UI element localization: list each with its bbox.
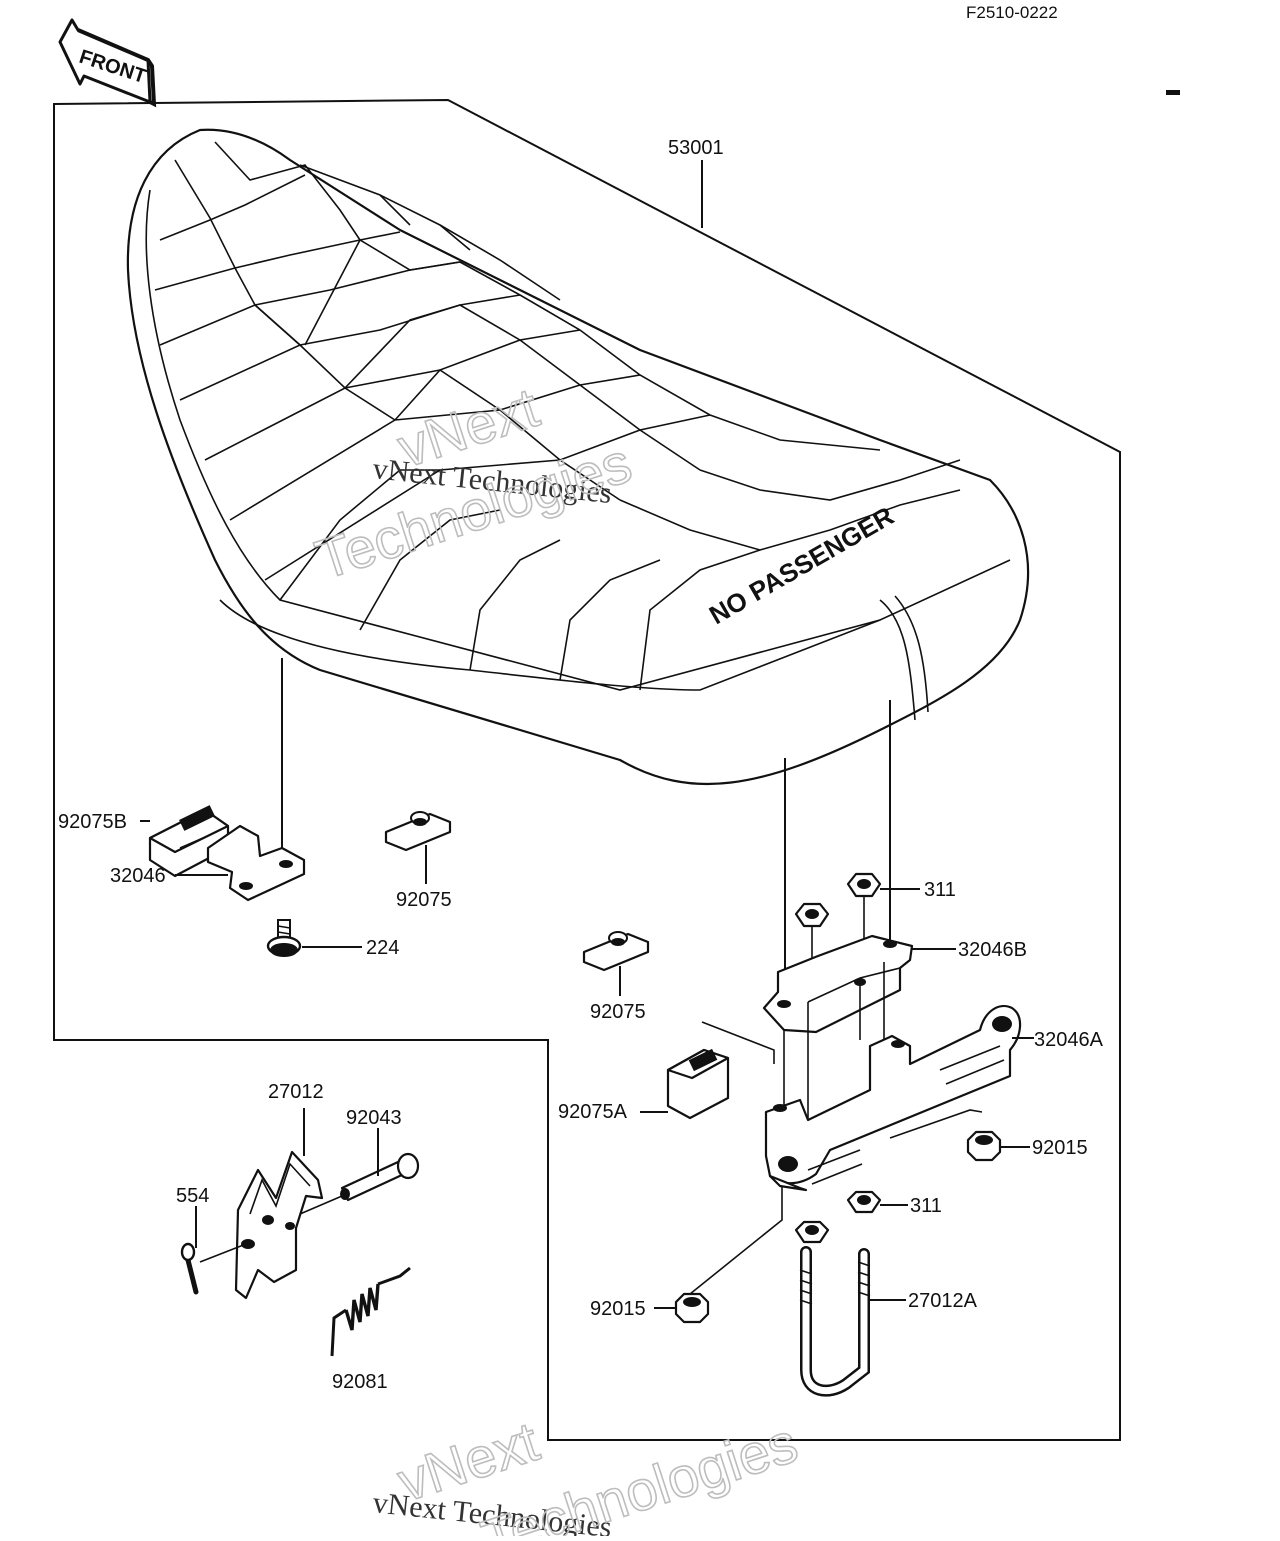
latch-27012 bbox=[234, 1150, 324, 1300]
u-bolt-27012a bbox=[799, 1246, 871, 1397]
seat-assembly: NO PASSENGER bbox=[126, 128, 1030, 786]
plate-32046a bbox=[764, 1004, 1022, 1192]
part-label-32046a: 32046A bbox=[1034, 1029, 1104, 1051]
seat-quilting bbox=[154, 141, 961, 691]
diagram-code: F2510-0222 bbox=[966, 3, 1058, 22]
guide-92075a bbox=[701, 1021, 775, 1064]
part-label-92075a: 92075A bbox=[558, 1101, 628, 1123]
guide-92015-right bbox=[889, 1109, 983, 1139]
frame-outline bbox=[53, 98, 1121, 1441]
watermark-lower: vNext Technologies vNext Technologies bbox=[371, 1408, 805, 1541]
pin-92043-icon bbox=[340, 1152, 420, 1202]
bracket-32046b bbox=[762, 934, 914, 1130]
part-label-27012: 27012 bbox=[268, 1081, 324, 1103]
part-label-224: 224 bbox=[366, 937, 399, 959]
part-label-311-lower: 311 bbox=[910, 1195, 942, 1217]
part-label-32046b: 32046B bbox=[958, 939, 1027, 961]
part-label-92015-right: 92015 bbox=[1032, 1137, 1088, 1159]
part-label-92075-lower: 92075 bbox=[590, 1001, 646, 1023]
rubber-block-92075a bbox=[666, 1048, 730, 1120]
nut-311-upper-icon bbox=[794, 872, 882, 928]
front-arrow-icon: FRONT bbox=[58, 18, 157, 108]
clip-92075-upper bbox=[384, 811, 452, 852]
spring-92081-icon bbox=[330, 1266, 411, 1357]
guide-92043 bbox=[299, 1195, 343, 1215]
part-label-92015-left: 92015 bbox=[590, 1298, 646, 1320]
part-label-92043: 92043 bbox=[346, 1107, 402, 1129]
guide-92015-left bbox=[689, 1186, 783, 1295]
part-label-53001: 53001 bbox=[668, 137, 724, 159]
edge-mark bbox=[1166, 90, 1180, 95]
nut-311-lower-icon bbox=[794, 1190, 882, 1244]
rubber-block-92075b bbox=[148, 805, 230, 878]
part-label-92075b: 92075B bbox=[58, 811, 127, 833]
nut-92015-left-icon bbox=[674, 1292, 710, 1324]
part-label-32046: 32046 bbox=[110, 865, 166, 887]
clip-92075-lower bbox=[582, 931, 650, 972]
part-label-92081: 92081 bbox=[332, 1371, 388, 1393]
bracket-32046 bbox=[206, 824, 306, 902]
part-label-27012a: 27012A bbox=[908, 1290, 978, 1312]
cotter-pin-554-icon bbox=[180, 1242, 199, 1295]
guide-92075b bbox=[179, 834, 211, 849]
part-label-311-upper: 311 bbox=[924, 879, 956, 901]
part-label-92075-upper: 92075 bbox=[396, 889, 452, 911]
part-label-554: 554 bbox=[176, 1185, 209, 1207]
guide-554 bbox=[199, 1243, 247, 1263]
bolt-224-icon bbox=[266, 919, 302, 957]
nut-92015-right-icon bbox=[966, 1130, 1002, 1162]
